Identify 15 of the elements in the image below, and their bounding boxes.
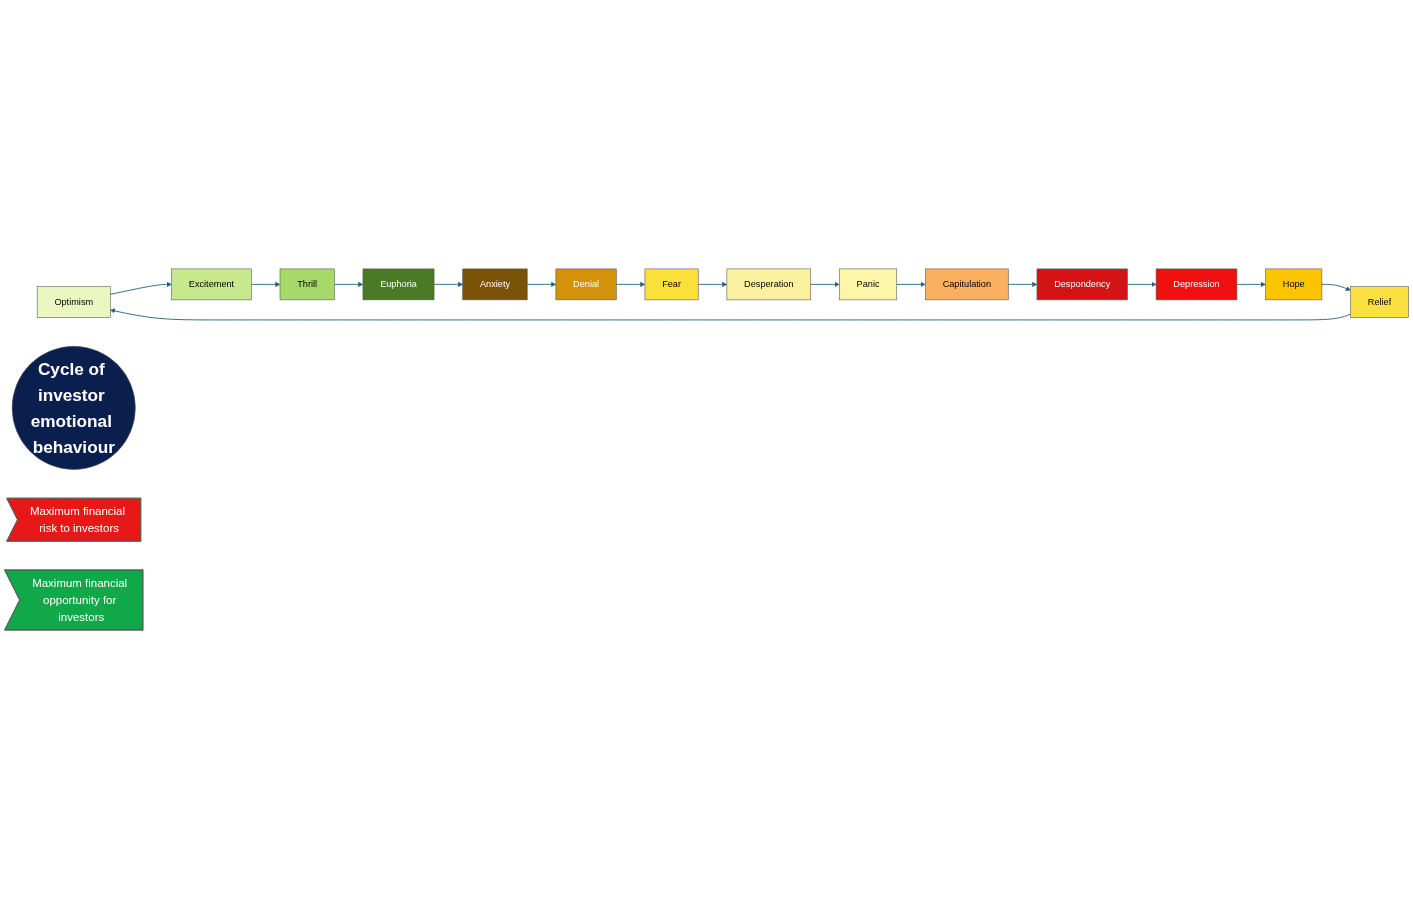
- node-box: Desperation: [726, 268, 812, 301]
- node-circle: Cycle of investor emotional behaviour: [11, 346, 136, 470]
- node-box: Capitulation: [925, 268, 1009, 301]
- node-box: Euphoria: [362, 268, 435, 301]
- node-box: Denial: [555, 268, 617, 301]
- node-box: Fear: [644, 268, 699, 301]
- node-box: Optimism: [36, 286, 111, 318]
- node-box: Depression: [1155, 268, 1238, 301]
- node-box: Despondency: [1036, 268, 1128, 301]
- node-box: Relief: [1350, 286, 1409, 318]
- node-box: Hope: [1265, 268, 1323, 301]
- node-box: Thrill: [279, 268, 335, 301]
- node-box: Anxiety: [462, 268, 528, 301]
- node-box: Panic: [839, 268, 898, 301]
- node-box: Excitement: [171, 268, 252, 301]
